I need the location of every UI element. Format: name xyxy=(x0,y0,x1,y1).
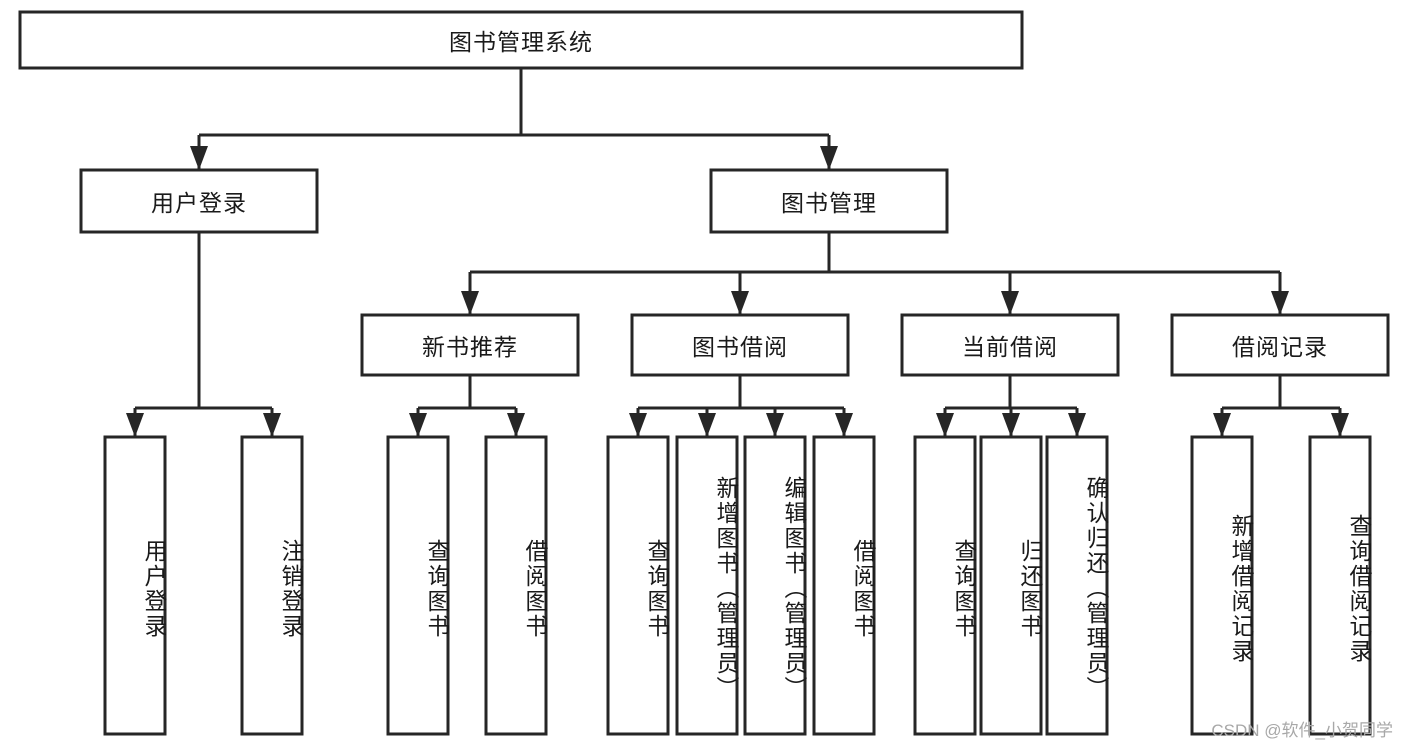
leaf-node-box[interactable] xyxy=(240,435,304,736)
connector-layer xyxy=(126,68,1349,437)
leaf-node-box[interactable] xyxy=(1190,435,1254,736)
watermark: CSDN @软件_小贺同学 xyxy=(1211,721,1393,740)
arrow-head-icon xyxy=(1213,413,1231,437)
arrow-head-icon xyxy=(936,413,954,437)
arrow-head-icon xyxy=(1271,291,1289,315)
level3-node-box[interactable] xyxy=(630,313,850,377)
arrow-head-icon xyxy=(1068,413,1086,437)
arrow-head-icon xyxy=(507,413,525,437)
leaf-node-box[interactable] xyxy=(743,435,807,736)
leaf-node-box[interactable] xyxy=(103,435,167,736)
leaf-node-box[interactable] xyxy=(1308,435,1372,736)
leaf-node-box[interactable] xyxy=(484,435,548,736)
arrow-head-icon xyxy=(263,413,281,437)
root-node-box[interactable] xyxy=(18,10,1024,70)
leaf-node-box[interactable] xyxy=(979,435,1043,736)
arrow-head-icon xyxy=(409,413,427,437)
arrow-head-icon xyxy=(698,413,716,437)
node-box-layer xyxy=(18,10,1390,736)
arrow-head-icon xyxy=(766,413,784,437)
arrow-head-icon xyxy=(1002,413,1020,437)
leaf-node-box[interactable] xyxy=(812,435,876,736)
arrow-head-icon xyxy=(1331,413,1349,437)
leaf-node-box[interactable] xyxy=(913,435,977,736)
arrow-head-icon xyxy=(1001,291,1019,315)
leaf-node-box[interactable] xyxy=(675,435,739,736)
level3-node-box[interactable] xyxy=(900,313,1120,377)
leaf-node-box[interactable] xyxy=(386,435,450,736)
arrow-head-icon xyxy=(835,413,853,437)
arrow-head-icon xyxy=(461,291,479,315)
level3-node-box[interactable] xyxy=(360,313,580,377)
leaf-node-box[interactable] xyxy=(1045,435,1109,736)
level2-node-box[interactable] xyxy=(79,168,319,234)
arrow-head-icon xyxy=(731,291,749,315)
arrow-head-icon xyxy=(190,146,208,170)
leaf-node-box[interactable] xyxy=(606,435,670,736)
arrow-head-icon xyxy=(629,413,647,437)
arrow-head-icon xyxy=(126,413,144,437)
arrow-head-icon xyxy=(820,146,838,170)
level3-node-box[interactable] xyxy=(1170,313,1390,377)
level2-node-box[interactable] xyxy=(709,168,949,234)
